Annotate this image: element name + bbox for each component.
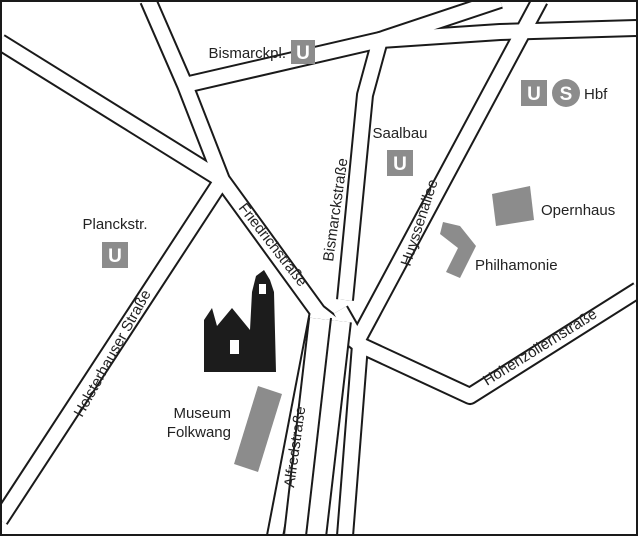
station-label-bismarckpl: Bismarckpl.: [208, 45, 286, 62]
station-hbf: U S Hbf: [521, 79, 608, 107]
church-landmark-icon: [204, 270, 276, 372]
station-label-saalbau: Saalbau: [372, 125, 427, 142]
opernhaus-building: [492, 186, 534, 226]
u-bahn-icon-label: U: [296, 43, 310, 64]
station-label-hbf: Hbf: [584, 86, 608, 103]
place-label-opernhaus: Opernhaus: [541, 202, 615, 219]
buildings: [234, 186, 534, 472]
place-labels: Opernhaus Philhamonie Museum Folkwang: [167, 202, 615, 441]
s-bahn-icon-label: S: [560, 84, 573, 105]
place-label-folkwang: Folkwang: [167, 424, 231, 441]
u-bahn-icon: [102, 242, 128, 268]
u-bahn-icon-label: U: [527, 84, 541, 105]
place-label-philhamonie: Philhamonie: [475, 257, 558, 274]
place-label-museum: Museum: [173, 405, 231, 422]
museum-folkwang-building: [234, 386, 282, 472]
u-bahn-icon-label: U: [108, 246, 122, 267]
station-label-planckstr: Planckstr.: [82, 216, 147, 233]
station-saalbau: Saalbau U: [372, 125, 428, 176]
station-bismarckpl: Bismarckpl. U: [208, 40, 315, 64]
s-bahn-icon: [552, 79, 580, 107]
philhamonie-building: [440, 222, 476, 278]
station-planckstr: Planckstr. U: [82, 216, 148, 268]
u-bahn-icon-label: U: [393, 154, 407, 175]
u-bahn-icon: [291, 40, 315, 64]
u-bahn-icon: [387, 150, 413, 176]
u-bahn-icon: [521, 80, 547, 106]
